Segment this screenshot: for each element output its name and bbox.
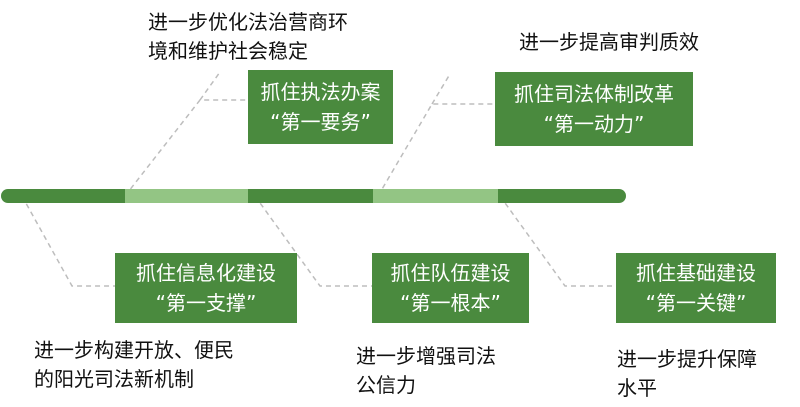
note-execution-law: 进一步优化法治营商环 境和维护社会稳定	[148, 8, 348, 66]
box-execution-law: 抓住执法办案 “第一要务”	[248, 70, 393, 144]
box-team-building: 抓住队伍建设 “第一根本”	[372, 253, 529, 323]
note-line: 境和维护社会稳定	[148, 39, 308, 63]
note-line: 公信力	[356, 373, 416, 397]
note-line: 进一步提升保障	[617, 347, 757, 371]
box-subtitle: “第一要务”	[270, 110, 371, 134]
timeline-segment-5	[498, 189, 619, 203]
box-subtitle: “第一根本”	[400, 291, 501, 315]
box-subtitle: “第一关键”	[645, 291, 747, 315]
timeline-segment-4	[373, 189, 498, 203]
note-line: 水平	[617, 376, 657, 400]
timeline-segment-3	[248, 189, 373, 203]
box-informatization: 抓住信息化建设 “第一支撑”	[115, 253, 297, 323]
box-subtitle: “第一支撑”	[155, 291, 257, 315]
note-team-building: 进一步增强司法 公信力	[356, 342, 496, 400]
note-line: 进一步增强司法	[356, 344, 496, 368]
box-judicial-reform: 抓住司法体制改革 “第一动力”	[495, 72, 693, 146]
note-infrastructure: 进一步提升保障 水平	[617, 345, 757, 403]
box-title: 抓住司法体制改革	[514, 82, 674, 106]
box-title: 抓住基础建设	[636, 261, 756, 285]
note-line: 进一步提高审判质效	[519, 30, 699, 54]
box-subtitle: “第一动力”	[543, 112, 645, 136]
box-title: 抓住执法办案	[260, 80, 381, 104]
box-infrastructure: 抓住基础建设 “第一关键”	[616, 253, 776, 323]
note-line: 进一步优化法治营商环	[148, 10, 348, 34]
note-informatization: 进一步构建开放、便民 的阳光司法新机制	[34, 336, 234, 394]
connector-line-top-1	[124, 99, 248, 197]
connector-line-bottom-3	[499, 195, 616, 287]
connector-line-top-2b	[431, 73, 451, 105]
connector-line-bottom-1	[21, 195, 115, 287]
connector-line-top-1b	[199, 71, 221, 101]
note-judicial-reform: 进一步提高审判质效	[519, 28, 699, 57]
connector-line-bottom-2	[254, 195, 372, 287]
note-line: 进一步构建开放、便民	[34, 338, 234, 362]
connector-line-top-2	[377, 103, 495, 197]
timeline-segment-1	[8, 189, 125, 203]
box-title: 抓住队伍建设	[390, 261, 511, 285]
note-line: 的阳光司法新机制	[34, 367, 194, 391]
box-title: 抓住信息化建设	[136, 261, 276, 285]
timeline-segment-2	[125, 189, 248, 203]
